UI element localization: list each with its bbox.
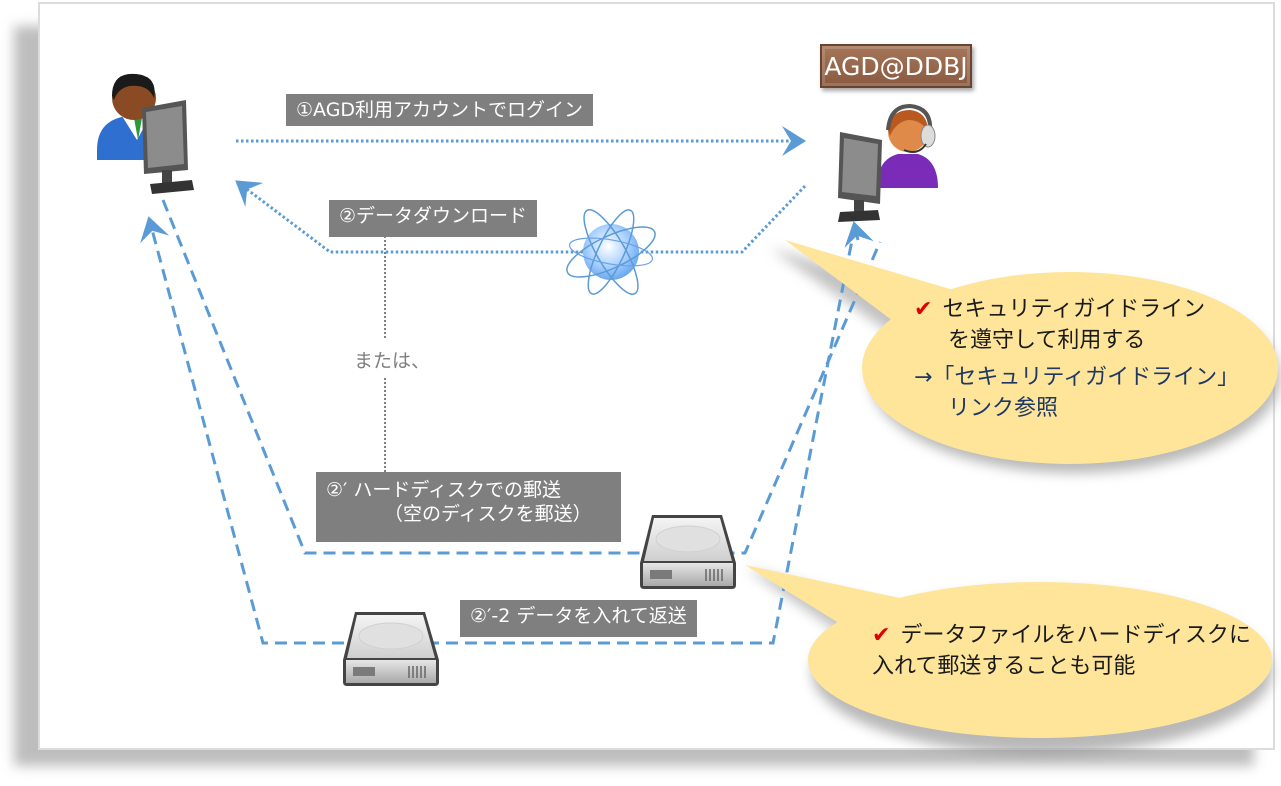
server-label: AGD@DDBJ: [820, 44, 972, 88]
hdd-return-path: [140, 216, 857, 645]
hdd-callout-text: ✔ データファイルをハードディスクに 入れて郵送することも可能: [872, 620, 1251, 682]
step-hdd-send-line2: （空のディスクを郵送）: [384, 503, 592, 525]
internet-globe-icon: [566, 209, 656, 295]
hdd-callout: [745, 565, 1272, 738]
step-hdd-send-label: ②′ ハードディスクでの郵送 （空のディスクを郵送）: [316, 472, 621, 542]
check-icon: ✔: [872, 623, 891, 648]
security-line1: セキュリティガイドライン: [942, 297, 1206, 322]
step-download-label: ②データダウンロード: [329, 200, 538, 237]
hdd-send-path: [161, 199, 882, 555]
download-arrow: [235, 180, 807, 254]
step-hdd-send-line1: ②′ ハードディスクでの郵送: [326, 479, 562, 501]
or-text: または、: [354, 350, 431, 372]
hard-disk-icon: [640, 515, 736, 589]
operator-computer-icon: [838, 103, 938, 222]
security-line2: を遵守して利用する: [948, 328, 1146, 353]
user-computer-icon: [97, 73, 194, 194]
step-hdd-return-label: ②′-2 データを入れて返送: [460, 600, 697, 637]
hdd-line1: データファイルをハードディスクに: [900, 623, 1251, 648]
hdd-send-arrowhead: [844, 221, 874, 248]
hdd-line2: 入れて郵送することも可能: [872, 654, 1136, 679]
step-login-label: ①AGD利用アカウントでログイン: [286, 94, 594, 126]
security-guideline-link[interactable]: →「セキュリティガイドライン」: [914, 365, 1240, 390]
security-callout: [785, 240, 1278, 464]
security-callout-text: ✔セキュリティガイドライン を遵守して利用する →「セキュリティガイドライン」 …: [914, 294, 1239, 424]
hard-disk-icon: [343, 612, 439, 686]
check-icon: ✔: [914, 297, 933, 322]
security-line4: リンク参照: [948, 396, 1059, 421]
